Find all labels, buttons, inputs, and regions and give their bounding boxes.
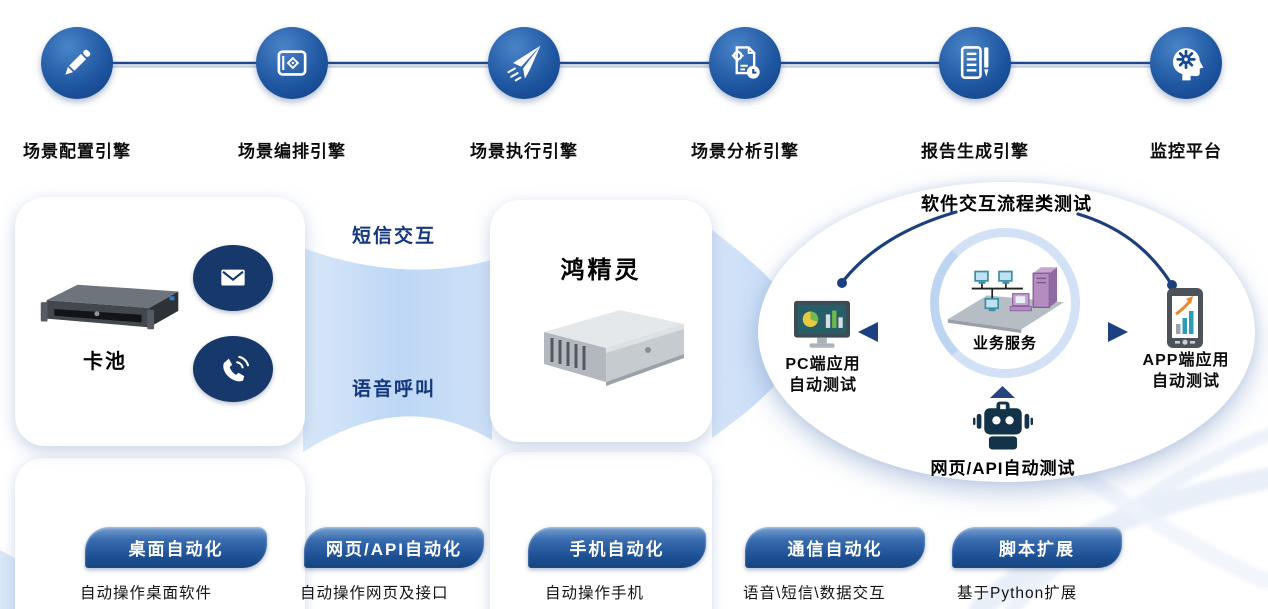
- process-step-label: 报告生成引擎: [921, 142, 1029, 161]
- capability-script-desc: 基于Python扩展: [957, 585, 1078, 602]
- business-service-circle: 业务服务: [930, 228, 1080, 378]
- pc-test-label-line2: 自动测试: [788, 377, 857, 394]
- paper-plane-icon: [507, 45, 541, 82]
- up-arrow-icon: [990, 386, 1015, 398]
- process-node-scene-analysis: 场景分析引擎: [691, 27, 798, 161]
- web-api-test-label: 网页/API自动测试: [930, 459, 1076, 478]
- flow-arcs: [837, 210, 1177, 398]
- process-node-scene-execution: 场景执行引擎: [470, 27, 577, 161]
- rack-server-image: [40, 284, 179, 330]
- process-node-monitoring: 监控平台: [1150, 27, 1222, 161]
- process-node-scene-config: 场景配置引擎: [23, 27, 130, 161]
- phone-icon: [223, 355, 250, 382]
- capability-communication-automation[interactable]: 通信自动化: [745, 527, 925, 568]
- voice-link-label: 语音呼叫: [352, 379, 437, 400]
- capability-mobile-automation[interactable]: 手机自动化: [528, 527, 706, 568]
- process-step-label: 场景编排引擎: [238, 142, 346, 161]
- capability-desktop-desc: 自动操作桌面软件: [80, 585, 213, 602]
- capability-script-extension[interactable]: 脚本扩展: [952, 527, 1122, 568]
- voice-channel-badge: [193, 336, 273, 402]
- card-pool-panel: 卡池: [15, 197, 305, 446]
- left-arrow-icon: [858, 322, 878, 342]
- scene-orchestration-circle: [256, 27, 328, 99]
- vault-icon: [277, 50, 307, 76]
- report-generation-circle: [939, 27, 1011, 99]
- app-test-label-line2: 自动测试: [1151, 373, 1220, 390]
- scene-execution-circle: [488, 27, 560, 99]
- monitoring-circle: [1150, 27, 1222, 99]
- app-test-label: APP端应用 自动测试: [1136, 350, 1236, 392]
- capability-communication-desc: 语音\短信\数据交互: [743, 585, 886, 602]
- right-arrow-icon: [1108, 322, 1128, 342]
- process-connector-line: [79, 61, 1184, 68]
- process-step-label: 场景分析引擎: [691, 142, 799, 161]
- device-to-tests-funnel: [712, 230, 796, 438]
- process-step-label: 场景配置引擎: [23, 142, 131, 161]
- sms-channel-badge: [193, 245, 273, 311]
- card-pool-title: 卡池: [83, 351, 127, 373]
- business-service-label: 业务服务: [972, 335, 1037, 352]
- process-step-label: 监控平台: [1150, 142, 1222, 161]
- network-illustration: [947, 267, 1064, 333]
- sms-link-label: 短信交互: [352, 226, 437, 247]
- pc-test-label: PC端应用 自动测试: [773, 354, 873, 396]
- process-node-scene-orchestration: 场景编排引擎: [238, 27, 345, 161]
- app-test-label-line1: APP端应用: [1142, 352, 1230, 369]
- robot-icon: [973, 401, 1033, 450]
- test-scope-title: 软件交互流程类测试: [921, 194, 1092, 214]
- hongjingling-title: 鸿精灵: [560, 257, 642, 284]
- pencil-icon: [65, 49, 91, 75]
- test-scope-ellipse: 软件交互流程类测试: [758, 182, 1255, 482]
- capability-web-api-desc: 自动操作网页及接口: [300, 585, 449, 602]
- mail-icon: [221, 269, 245, 286]
- hongjingling-panel: 鸿精灵: [490, 200, 712, 442]
- mini-pc-image: [544, 310, 684, 386]
- capability-desktop-automation[interactable]: 桌面自动化: [85, 527, 267, 568]
- capability-web-api-automation[interactable]: 网页/API自动化: [304, 527, 484, 568]
- pc-test-label-line1: PC端应用: [785, 356, 861, 373]
- sms-voice-ribbon: [303, 248, 492, 452]
- analysis-doc-icon: [731, 46, 760, 79]
- report-doc-icon: [960, 46, 989, 79]
- app-tablet-icon: [1167, 288, 1203, 348]
- capability-mobile-desc: 自动操作手机: [545, 585, 645, 602]
- process-step-label: 场景执行引擎: [470, 142, 578, 161]
- scene-config-circle: [41, 27, 113, 99]
- process-node-report-generation: 报告生成引擎: [921, 27, 1028, 161]
- head-gear-icon: [1173, 48, 1204, 81]
- pc-monitor-icon: [794, 300, 850, 348]
- scene-analysis-circle: [709, 27, 781, 99]
